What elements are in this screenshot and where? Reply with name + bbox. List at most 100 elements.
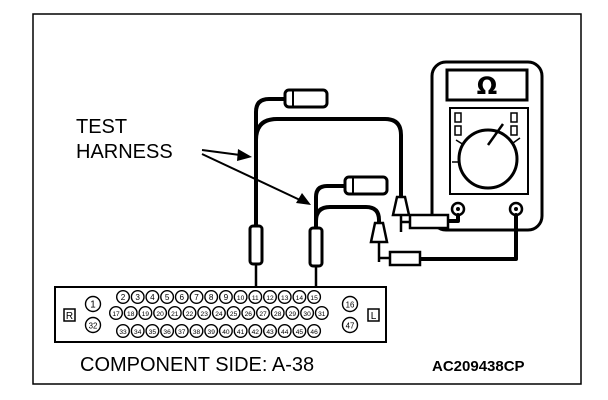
connector-pin-4: 4 — [145, 290, 160, 305]
svg-text:27: 27 — [259, 311, 267, 318]
svg-text:14: 14 — [296, 295, 304, 302]
svg-text:26: 26 — [245, 311, 253, 318]
connector-pin-46: 46 — [307, 324, 322, 339]
svg-text:45: 45 — [296, 329, 304, 336]
connector-marker-r: R — [66, 311, 73, 322]
svg-text:23: 23 — [201, 311, 209, 318]
svg-text:47: 47 — [346, 321, 355, 330]
svg-text:19: 19 — [142, 311, 150, 318]
connector-pin-36: 36 — [160, 324, 175, 339]
svg-text:34: 34 — [134, 329, 142, 336]
connector-pin-15: 15 — [307, 290, 322, 305]
svg-text:6: 6 — [180, 293, 185, 302]
svg-text:22: 22 — [186, 311, 194, 318]
callout-arrows — [201, 149, 311, 205]
connector-pin-23: 23 — [197, 306, 212, 321]
meter-display — [445, 68, 529, 102]
connector-pin-5: 5 — [160, 290, 175, 305]
connector-pin-16: 16 — [341, 295, 359, 313]
connector-pin-10: 10 — [233, 290, 248, 305]
multimeter: Ω — [430, 60, 544, 232]
connector-pin-2: 2 — [115, 290, 130, 305]
svg-text:42: 42 — [252, 329, 260, 336]
svg-text:31: 31 — [318, 311, 326, 318]
connector-pin-37: 37 — [174, 324, 189, 339]
svg-text:32: 32 — [89, 321, 98, 330]
connector-pin-40: 40 — [218, 324, 233, 339]
connector-pin-11: 11 — [248, 290, 263, 305]
svg-text:11: 11 — [252, 295, 259, 302]
connector-pin-42: 42 — [248, 324, 263, 339]
ohm-symbol: Ω — [477, 72, 497, 100]
svg-text:9: 9 — [224, 293, 229, 302]
connector-pin-19: 19 — [138, 306, 153, 321]
connector-pin-22: 22 — [182, 306, 197, 321]
connector-pin-3: 3 — [130, 290, 145, 305]
connector-pin-14: 14 — [292, 290, 307, 305]
svg-text:8: 8 — [209, 293, 214, 302]
connector-pin-41: 41 — [233, 324, 248, 339]
connector-pin-17: 17 — [108, 306, 123, 321]
svg-text:20: 20 — [156, 311, 164, 318]
probe-com — [391, 195, 450, 232]
svg-text:33: 33 — [119, 329, 127, 336]
svg-text:30: 30 — [303, 311, 311, 318]
connector-pin-8: 8 — [204, 290, 219, 305]
svg-text:40: 40 — [222, 329, 230, 336]
svg-text:38: 38 — [193, 329, 201, 336]
svg-text:13: 13 — [281, 295, 289, 302]
svg-text:37: 37 — [178, 329, 186, 336]
connector-pin-9: 9 — [218, 290, 233, 305]
harness-pin-b — [308, 226, 324, 286]
connector-pin-44: 44 — [277, 324, 292, 339]
svg-text:28: 28 — [274, 311, 282, 318]
svg-text:18: 18 — [127, 311, 135, 318]
connector-pin-1: 1 — [84, 295, 102, 313]
connector-pin-7: 7 — [189, 290, 204, 305]
svg-text:46: 46 — [310, 329, 318, 336]
svg-text:43: 43 — [266, 329, 274, 336]
connector-pin-26: 26 — [241, 306, 256, 321]
connector-pin-32: 32 — [84, 316, 102, 334]
connector-pin-35: 35 — [145, 324, 160, 339]
jack-ohm — [508, 201, 524, 217]
connector-pin-29: 29 — [285, 306, 300, 321]
connector-pin-21: 21 — [167, 306, 182, 321]
component-side-caption: COMPONENT SIDE: A-38 — [80, 354, 315, 376]
harness-pin-a — [248, 224, 264, 286]
harness-plug-a — [283, 88, 329, 109]
connector-pin-13: 13 — [277, 290, 292, 305]
svg-text:39: 39 — [208, 329, 216, 336]
connector-pin-34: 34 — [130, 324, 145, 339]
selector-dial — [457, 128, 519, 190]
svg-text:12: 12 — [266, 295, 274, 302]
connector-pin-20: 20 — [153, 306, 168, 321]
svg-text:36: 36 — [163, 329, 171, 336]
svg-text:1: 1 — [90, 299, 95, 310]
connector-pin-47: 47 — [341, 316, 359, 334]
svg-text:21: 21 — [171, 311, 179, 318]
svg-text:2: 2 — [121, 293, 126, 302]
svg-text:15: 15 — [310, 295, 318, 302]
connector-marker-l: L — [371, 311, 377, 322]
connector-pin-12: 12 — [263, 290, 278, 305]
svg-text:5: 5 — [165, 293, 170, 302]
connector-pin-6: 6 — [174, 290, 189, 305]
test-harness-label: TEST HARNESS — [76, 115, 173, 165]
connector-pin-27: 27 — [256, 306, 271, 321]
svg-text:29: 29 — [289, 311, 297, 318]
connector-pin-31: 31 — [314, 306, 329, 321]
connector-pin-30: 30 — [300, 306, 315, 321]
connector-pin-25: 25 — [226, 306, 241, 321]
connector-pin-45: 45 — [292, 324, 307, 339]
test-harness-label-line1: TEST — [76, 116, 128, 138]
svg-text:35: 35 — [149, 329, 157, 336]
figure-code: AC209438CP — [432, 358, 525, 375]
svg-text:17: 17 — [112, 311, 120, 318]
svg-text:44: 44 — [281, 329, 289, 336]
svg-text:24: 24 — [215, 311, 223, 318]
connector-pin-43: 43 — [263, 324, 278, 339]
svg-text:16: 16 — [346, 300, 355, 309]
